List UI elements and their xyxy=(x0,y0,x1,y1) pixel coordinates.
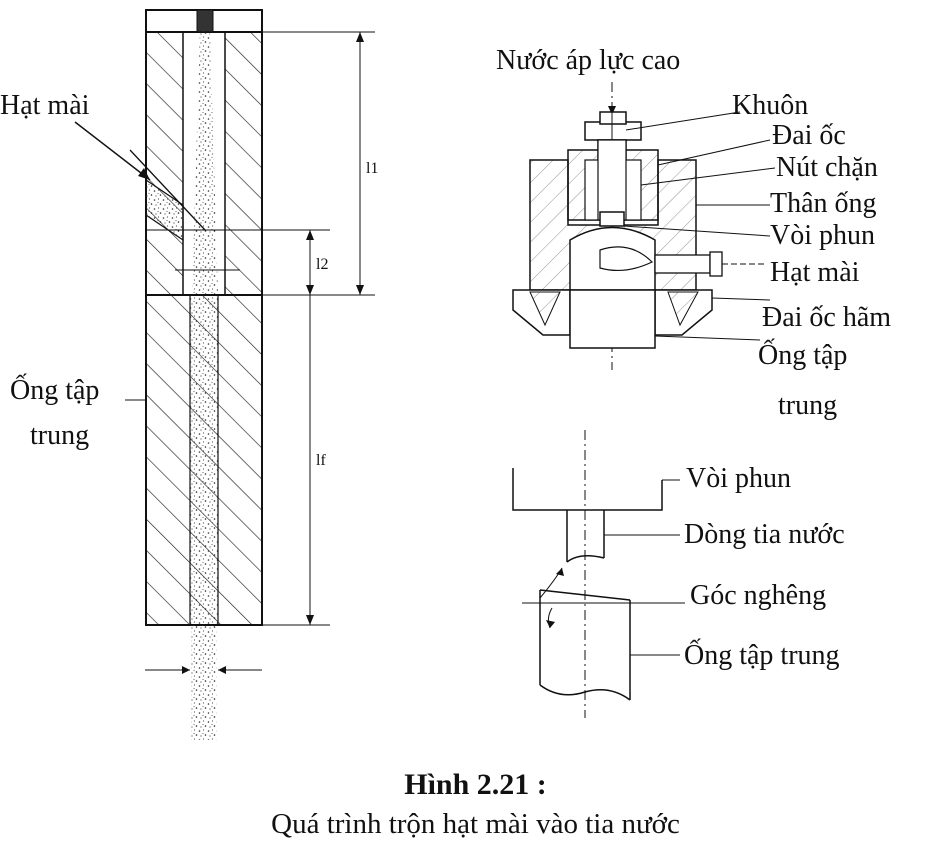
figure-caption-title: Hình 2.21 : xyxy=(404,768,547,801)
tilt-detail xyxy=(522,567,685,629)
water-jet-cone xyxy=(192,30,218,295)
abrasive-port xyxy=(654,251,765,277)
figure-caption-subtitle: Quá trình trộn hạt mài vào tia nước xyxy=(271,808,680,840)
label-lock-nut: Đai ốc hãm xyxy=(762,302,892,333)
label-dim-l2: l2 xyxy=(316,256,329,273)
right-top-assembly xyxy=(512,82,776,370)
label-tube-body: Thân ống xyxy=(770,188,877,219)
label-focusing-tube-left-1: Ống tập xyxy=(10,375,100,406)
label-dim-l1: l1 xyxy=(366,160,379,177)
lock-nut xyxy=(512,289,713,336)
label-focusing-tube-right-1: Ống tập xyxy=(758,340,848,371)
label-tilt-angle: Góc nghêng xyxy=(690,580,827,611)
nozzle-detail xyxy=(512,468,680,511)
focusing-tube-detail xyxy=(539,590,680,701)
nut xyxy=(567,139,659,221)
label-nozzle-bottom: Vòi phun xyxy=(686,463,791,494)
focusing-tube-top xyxy=(569,289,656,349)
left-mixing-chamber xyxy=(74,9,375,740)
focusing-tube-block xyxy=(145,294,263,626)
exit-jet xyxy=(145,625,262,740)
right-top-leaders xyxy=(623,111,776,341)
label-water-jet: Dòng tia nước xyxy=(684,519,845,550)
label-high-pressure-water: Nước áp lực cao xyxy=(496,45,681,76)
dimension-lines xyxy=(175,31,375,626)
label-abrasive-right: Hạt mài xyxy=(770,257,860,288)
right-bottom-detail xyxy=(512,430,685,718)
water-jet-detail xyxy=(566,510,680,563)
label-abrasive-left: Hạt mài xyxy=(0,90,90,121)
label-mold: Khuôn xyxy=(732,90,809,121)
label-focusing-tube-left-2: trung xyxy=(30,420,90,451)
abrasive-leader xyxy=(74,121,151,181)
label-focusing-tube-bottom: Ống tập trung xyxy=(684,640,840,671)
label-nut: Đai ốc xyxy=(772,120,846,151)
label-nozzle-top: Vòi phun xyxy=(770,220,875,251)
nozzle-block xyxy=(569,211,656,291)
label-dim-lf: lf xyxy=(316,452,326,469)
label-plug: Nút chặn xyxy=(776,152,878,183)
label-focusing-tube-right-2: trung xyxy=(778,390,838,421)
